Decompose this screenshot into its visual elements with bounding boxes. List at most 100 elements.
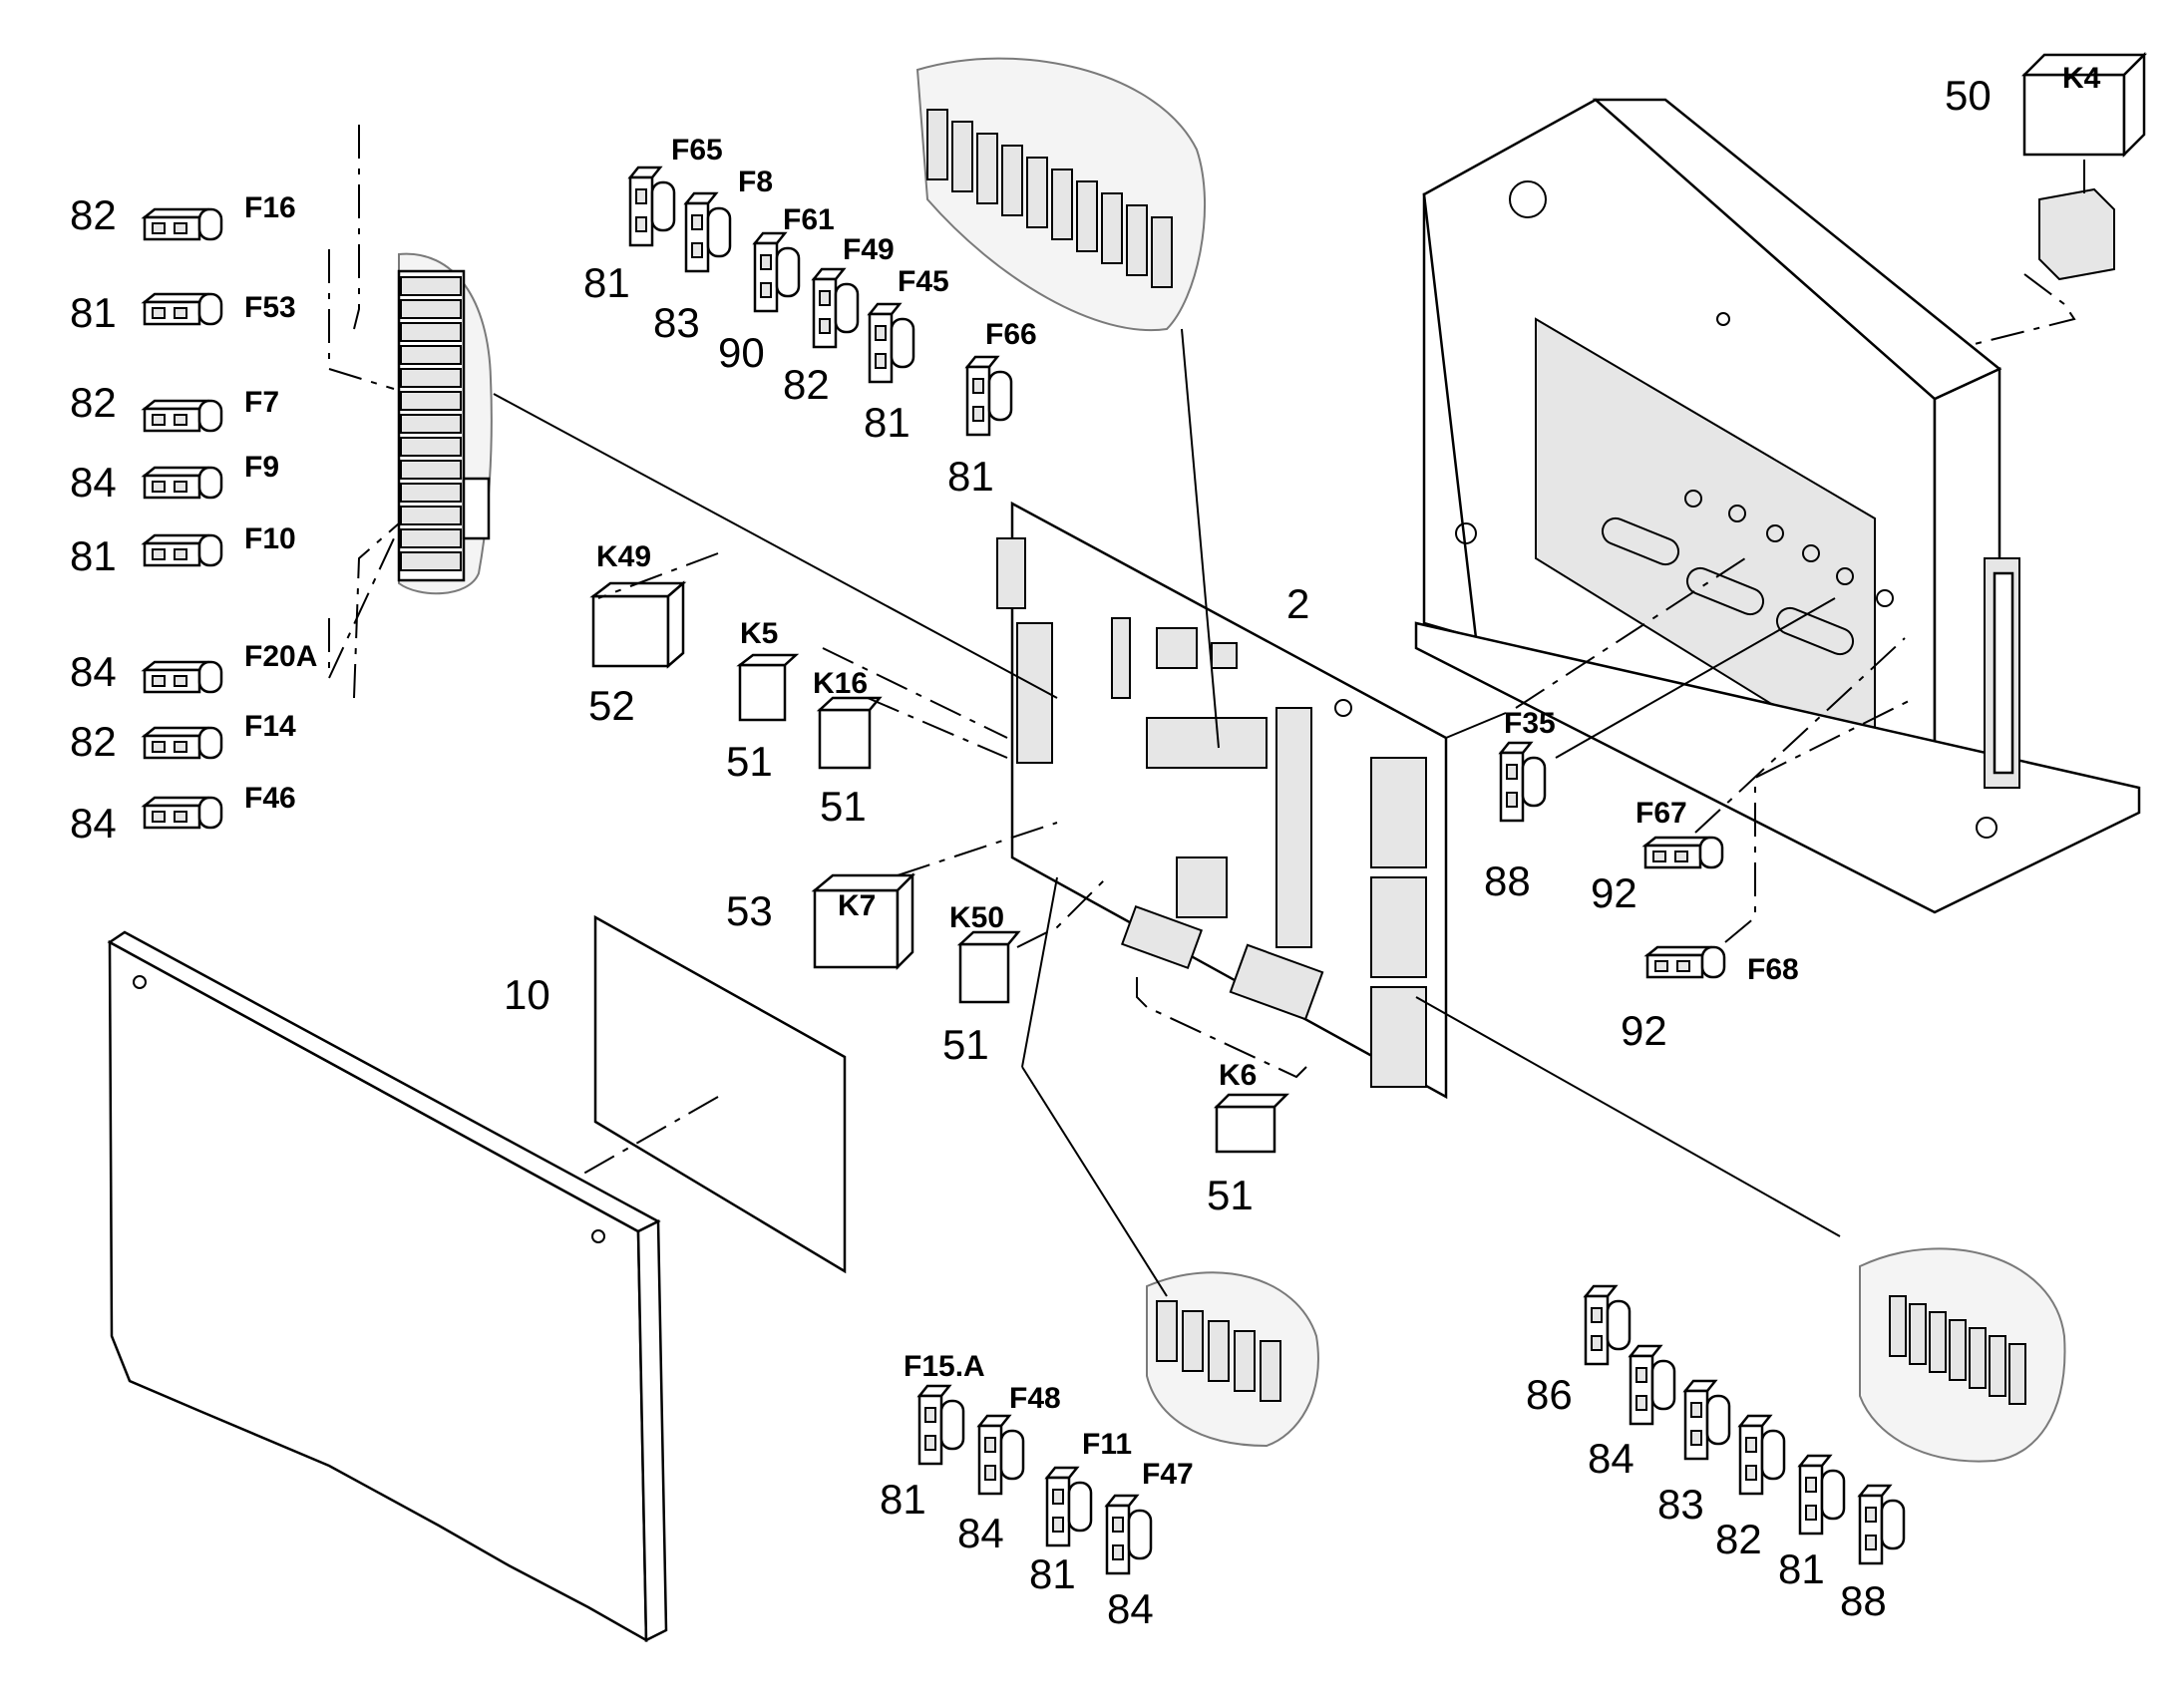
bottom-center-fuse-f48 xyxy=(976,1414,1025,1496)
relay-k4 xyxy=(2020,51,2148,281)
relay-k50 xyxy=(956,930,1021,1004)
bottom-right-fuse-number-4: 81 xyxy=(1778,1545,1825,1592)
cover-panel xyxy=(107,930,668,1643)
bottom-right-fuse-1 xyxy=(1628,1344,1676,1426)
bottom-center-fuse-code-0: F15.A xyxy=(904,1350,985,1383)
right-fuse-f35 xyxy=(1498,741,1547,823)
left-fuse-code-2: F7 xyxy=(244,386,279,419)
left-fuse-f10 xyxy=(141,533,223,567)
bottom-right-fuse-5 xyxy=(1857,1484,1906,1565)
top-fuse-number-3: 82 xyxy=(783,361,830,408)
top-fuse-code-3: F49 xyxy=(843,233,895,266)
top-fuse-code-4: F45 xyxy=(898,265,949,298)
relay-k16 xyxy=(816,696,883,770)
relay-k6-code: K6 xyxy=(1219,1059,1257,1092)
bottom-right-fuse-holder xyxy=(1859,1247,2066,1463)
top-fuse-number-1: 83 xyxy=(653,299,700,346)
left-fuse-f7 xyxy=(141,399,223,433)
left-fuse-f16 xyxy=(141,207,223,241)
top-fuse-number-2: 90 xyxy=(718,329,765,376)
bottom-right-fuse-number-2: 83 xyxy=(1657,1481,1704,1528)
left-fuse-number-4: 81 xyxy=(70,532,117,579)
left-fuse-code-0: F16 xyxy=(244,191,296,224)
bottom-right-fuse-number-0: 86 xyxy=(1526,1371,1573,1418)
right-fuse-number-1: 92 xyxy=(1591,869,1637,916)
bottom-right-fuse-number-1: 84 xyxy=(1588,1435,1635,1482)
left-fuse-code-5: F20A xyxy=(244,640,317,673)
circuit-board xyxy=(996,501,1448,1100)
right-fuse-f67 xyxy=(1641,836,1724,869)
top-fuse-code-0: F65 xyxy=(671,134,723,167)
top-fuse-f8 xyxy=(683,191,732,273)
bottom-center-fuse-number-1: 84 xyxy=(957,1510,1004,1556)
electrical-housing xyxy=(1414,98,2141,914)
relay-k50-code: K50 xyxy=(949,901,1004,934)
relay-k5 xyxy=(736,653,800,722)
relay-k7-code: K7 xyxy=(838,889,876,922)
relay-k49 xyxy=(589,580,687,669)
bottom-center-fuse-number-3: 84 xyxy=(1107,1585,1154,1632)
left-fuse-number-5: 84 xyxy=(70,648,117,695)
relay-k16-number: 51 xyxy=(820,783,867,830)
top-fuse-f65 xyxy=(627,166,676,247)
left-fuse-code-4: F10 xyxy=(244,522,296,555)
relay-k6 xyxy=(1213,1093,1290,1154)
relay-k50-number: 51 xyxy=(942,1021,989,1068)
top-fuse-number-5: 81 xyxy=(947,453,994,500)
right-fuse-number-2: 92 xyxy=(1621,1007,1667,1054)
top-fuse-code-2: F61 xyxy=(783,203,835,236)
top-fuse-f49 xyxy=(811,267,860,349)
bottom-center-fuse-f47 xyxy=(1104,1494,1153,1575)
bottom-right-fuse-3 xyxy=(1737,1414,1786,1496)
bottom-center-fuse-code-2: F11 xyxy=(1082,1428,1132,1461)
top-fuse-number-0: 81 xyxy=(583,259,630,306)
label-number: 10 xyxy=(504,971,550,1018)
top-fuse-f61 xyxy=(752,231,801,313)
left-fuse-number-1: 81 xyxy=(70,289,117,336)
left-fuse-number-7: 84 xyxy=(70,800,117,847)
bottom-right-fuse-4 xyxy=(1797,1454,1846,1536)
board-number: 2 xyxy=(1286,580,1309,627)
left-fuse-code-6: F14 xyxy=(244,710,296,743)
relay-k49-code: K49 xyxy=(596,540,651,573)
bottom-right-fuse-0 xyxy=(1583,1284,1632,1366)
relay-k16-code: K16 xyxy=(813,667,868,700)
top-fuse-number-4: 81 xyxy=(864,399,910,446)
left-fuse-number-0: 82 xyxy=(70,191,117,238)
left-fuse-number-3: 84 xyxy=(70,459,117,506)
left-fuse-code-1: F53 xyxy=(244,291,296,324)
bottom-center-fuse-number-2: 81 xyxy=(1029,1550,1076,1597)
instruction-label xyxy=(593,914,847,1274)
right-fuse-code-1: F67 xyxy=(1635,797,1687,830)
bottom-right-fuse-number-3: 82 xyxy=(1715,1516,1762,1562)
bottom-center-fuse-f11 xyxy=(1044,1466,1093,1547)
left-fuse-number-2: 82 xyxy=(70,379,117,426)
bottom-center-fuse-code-3: F47 xyxy=(1142,1458,1194,1491)
top-fuse-f66 xyxy=(964,355,1013,437)
left-fuse-f20a xyxy=(141,660,223,694)
relay-k7 xyxy=(811,871,916,971)
bottom-center-fuse-holder xyxy=(1146,1271,1319,1448)
left-fuse-f9 xyxy=(141,466,223,500)
top-fuse-code-1: F8 xyxy=(738,166,773,198)
left-fuse-number-6: 82 xyxy=(70,718,117,765)
relay-k4-code: K4 xyxy=(2062,62,2101,95)
relay-k6-number: 51 xyxy=(1207,1172,1254,1218)
relay-k5-code: K5 xyxy=(740,617,778,650)
bottom-center-fuse-f15-a xyxy=(916,1384,965,1466)
left-fuse-f53 xyxy=(141,292,223,326)
right-fuse-f68 xyxy=(1643,945,1726,979)
left-fuse-holder xyxy=(397,252,493,595)
right-fuse-code-0: F35 xyxy=(1504,707,1556,740)
right-fuse-code-2: F68 xyxy=(1747,953,1799,986)
right-fuse-number-0: 88 xyxy=(1484,857,1531,904)
top-fuse-f45 xyxy=(867,302,915,384)
bottom-right-fuse-number-5: 88 xyxy=(1840,1577,1887,1624)
relay-k4-number: 50 xyxy=(1945,72,1992,119)
left-fuse-code-3: F9 xyxy=(244,451,279,484)
bottom-right-fuse-2 xyxy=(1682,1379,1731,1461)
top-fuse-code-5: F66 xyxy=(985,318,1037,351)
bottom-center-fuse-code-1: F48 xyxy=(1009,1382,1061,1415)
relay-k5-number: 51 xyxy=(726,738,773,785)
